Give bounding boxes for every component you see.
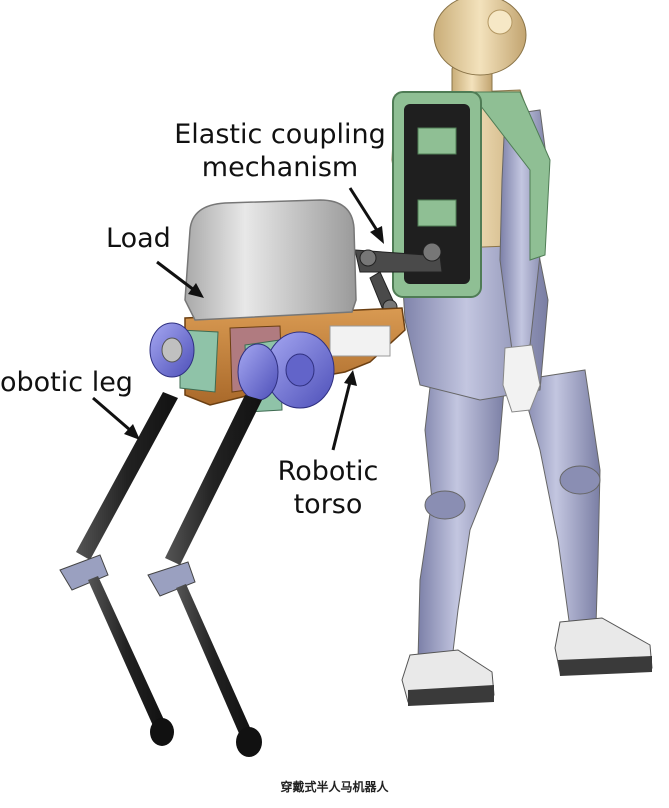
- elastic-coupling: [354, 242, 443, 315]
- label-elastic-coupling-line1: Elastic coupling: [174, 119, 386, 150]
- label-robotic-torso-line2: torso: [293, 489, 363, 520]
- leg-joints: [149, 322, 335, 413]
- backpack: [392, 91, 482, 298]
- robotic-legs: [59, 392, 262, 757]
- label-elastic-coupling-line2: mechanism: [201, 152, 359, 183]
- arrow-load: [156, 260, 195, 292]
- label-elastic-coupling: Elastic coupling mechanism: [170, 118, 390, 184]
- figure-caption: 穿戴式半人马机器人: [280, 780, 389, 794]
- arrow-elastic-coupling: [348, 187, 380, 233]
- load-box: [184, 199, 357, 321]
- arrow-robotic-torso: [331, 381, 352, 451]
- label-robotic-torso: Robotic torso: [268, 455, 388, 521]
- label-robotic-leg: obotic leg: [0, 367, 133, 398]
- label-load: Load: [106, 223, 171, 254]
- callout-arrows: [92, 187, 384, 451]
- label-robotic-torso-line1: Robotic: [277, 456, 379, 487]
- arrow-robotic-leg: [92, 396, 131, 432]
